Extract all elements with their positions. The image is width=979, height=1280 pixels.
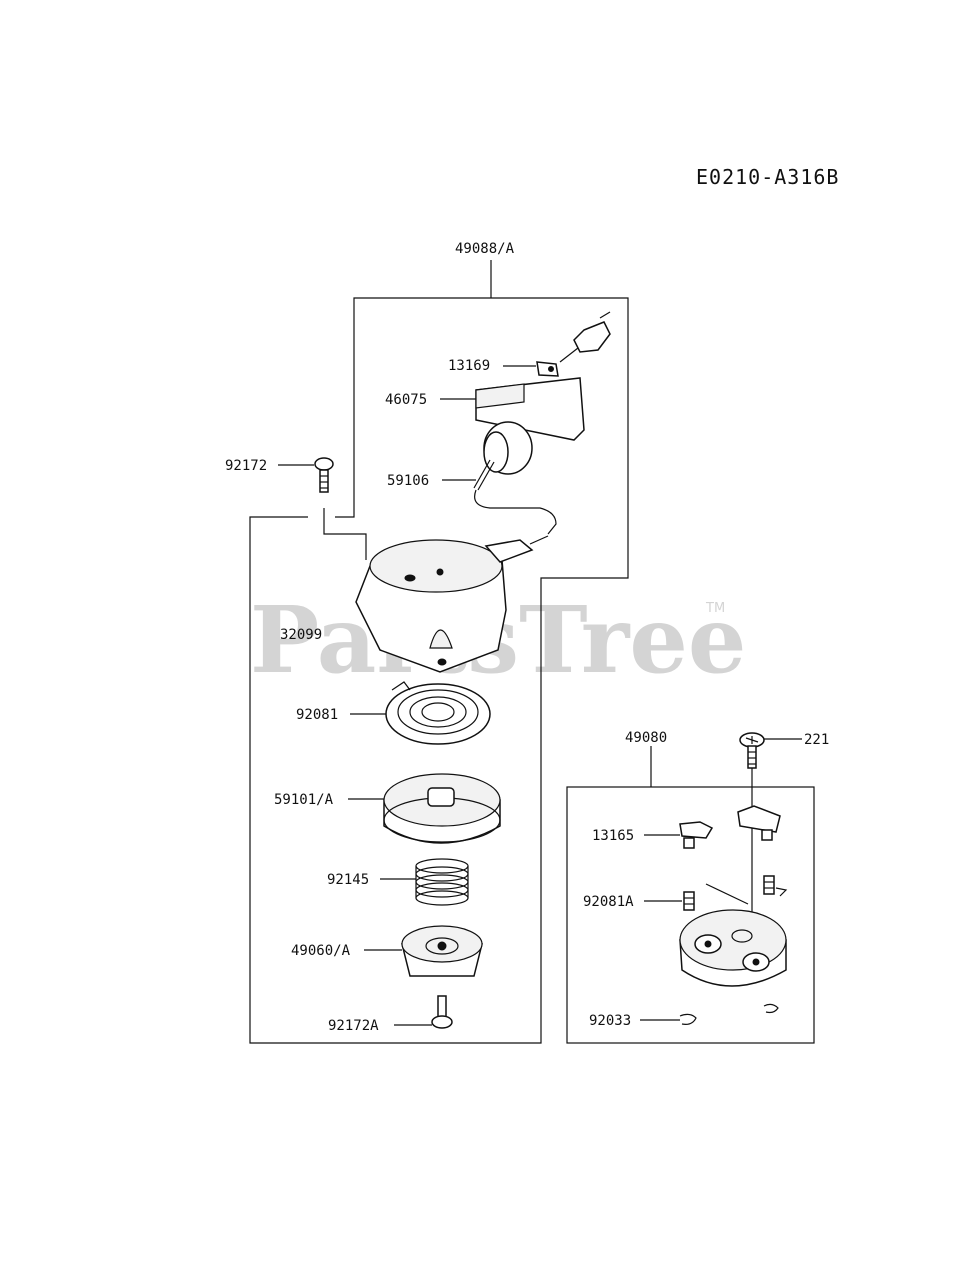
spring-92081a-part bbox=[683, 891, 695, 911]
pin-13169-part bbox=[536, 361, 559, 377]
starter-case-32099-part bbox=[355, 535, 549, 673]
pulley-49060a-part bbox=[401, 925, 483, 977]
label-92081[interactable]: 92081 bbox=[296, 707, 338, 723]
label-221[interactable]: 221 bbox=[804, 732, 829, 748]
spring-92081-part bbox=[385, 681, 491, 745]
label-49080[interactable]: 49080 bbox=[625, 730, 667, 746]
clip-right-part bbox=[763, 1003, 779, 1014]
clip-92033-part bbox=[679, 1013, 697, 1025]
pawl-13165-part bbox=[679, 821, 714, 849]
rope-knot-part bbox=[559, 311, 611, 363]
label-92081a[interactable]: 92081A bbox=[583, 894, 634, 910]
bolt-92172-part bbox=[314, 457, 334, 493]
spring-right-part bbox=[763, 875, 788, 897]
label-92172a[interactable]: 92172A bbox=[328, 1018, 379, 1034]
starter-rope bbox=[474, 489, 557, 535]
callouts: 13169 46075 59106 92172 32099 92081 5910… bbox=[225, 358, 829, 1034]
label-92033[interactable]: 92033 bbox=[589, 1013, 631, 1029]
label-13169[interactable]: 13169 bbox=[448, 358, 490, 374]
starter-assembly-frame: 49088/A bbox=[249, 241, 629, 1044]
watermark-trademark: TM bbox=[705, 601, 725, 616]
diagram-code: E0210-A316B bbox=[696, 165, 839, 189]
spring-92145-part bbox=[415, 858, 469, 906]
label-32099[interactable]: 32099 bbox=[280, 627, 322, 643]
ratchet-body-part bbox=[679, 909, 787, 987]
label-92145[interactable]: 92145 bbox=[327, 872, 369, 888]
label-49088a[interactable]: 49088/A bbox=[455, 241, 515, 257]
reel-59101a-part bbox=[383, 773, 501, 844]
grip-59106-part bbox=[473, 421, 533, 491]
label-49060a[interactable]: 49060/A bbox=[291, 943, 351, 959]
ratchet-assembly-frame: 49080 bbox=[566, 730, 815, 1044]
bolt-92172a-part bbox=[431, 995, 453, 1029]
pawl-upper-part bbox=[737, 805, 781, 841]
label-46075[interactable]: 46075 bbox=[385, 392, 427, 408]
label-13165[interactable]: 13165 bbox=[592, 828, 634, 844]
label-59101a[interactable]: 59101/A bbox=[274, 792, 334, 808]
label-92172[interactable]: 92172 bbox=[225, 458, 267, 474]
label-59106[interactable]: 59106 bbox=[387, 473, 429, 489]
screw-221-part bbox=[739, 732, 765, 769]
